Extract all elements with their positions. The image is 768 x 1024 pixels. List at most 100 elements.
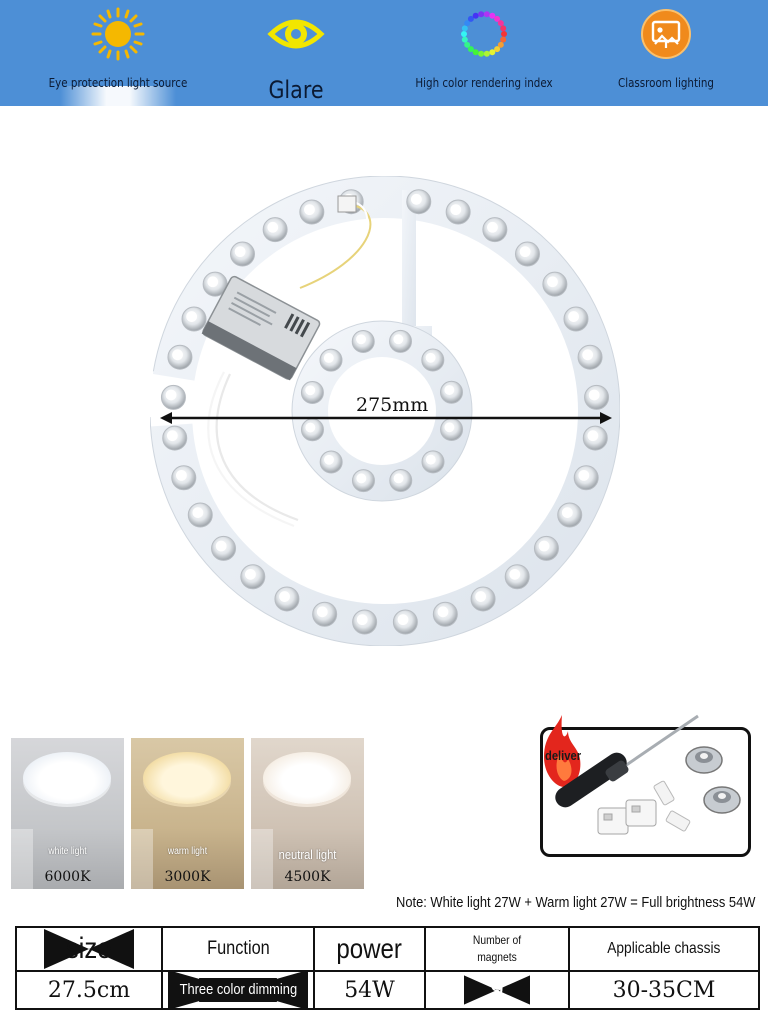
- led-chip: [432, 601, 458, 627]
- color-dot: [464, 41, 471, 48]
- led-chip: [421, 348, 445, 372]
- color-dot: [489, 49, 496, 56]
- led-chip: [162, 425, 188, 451]
- color-dot: [494, 46, 501, 53]
- connector-strip: [402, 190, 416, 340]
- led-chip: [557, 502, 583, 528]
- color-temp-kelvin: 3000K: [164, 869, 211, 885]
- led-chip: [533, 535, 559, 561]
- led-chip: [389, 329, 413, 353]
- power-note: Note: White light 27W + Warm light 27W =…: [396, 894, 756, 911]
- color-dot: [483, 11, 490, 18]
- led-chip: [300, 418, 324, 442]
- led-chip: [351, 329, 375, 353]
- led-chip: [299, 199, 325, 225]
- spec-value-power: 54W: [313, 970, 426, 1010]
- led-chip: [319, 348, 343, 372]
- led-ring-module: [150, 176, 620, 646]
- color-ring-icon: [461, 11, 507, 57]
- spec-value: 54W: [344, 977, 395, 1003]
- banner-highlight: [60, 86, 176, 106]
- led-chip: [440, 418, 464, 442]
- color-dot: [464, 20, 471, 27]
- output-wire-2: [215, 373, 299, 522]
- wire-connector: [337, 195, 357, 213]
- classroom-icon: [641, 9, 691, 59]
- spec-header-chassis: Applicable chassis: [568, 926, 760, 972]
- color-dot: [500, 36, 507, 43]
- led-chip: [542, 271, 568, 297]
- spec-header-label: size: [66, 932, 112, 965]
- spec-header-label: power: [336, 933, 403, 964]
- led-chip: [171, 465, 197, 491]
- led-chip: [392, 609, 418, 635]
- color-dot: [497, 20, 504, 27]
- spec-header-label: Number of magnets: [472, 933, 522, 964]
- spec-value: Three color dimming: [179, 981, 297, 998]
- color-dot: [472, 49, 479, 56]
- bowtie-decoration: [44, 929, 134, 969]
- led-chip: [160, 384, 186, 410]
- color-temp-kelvin: 4500K: [284, 869, 331, 885]
- color-dot: [461, 36, 468, 43]
- sun-icon: [91, 7, 145, 61]
- led-chip: [312, 601, 338, 627]
- color-temp-neutral: neutral light 4500K: [251, 738, 364, 889]
- color-dot: [467, 15, 474, 22]
- spec-value-row: 27.5cm Three color dimming 54W 9 30-35CM: [15, 970, 760, 1010]
- led-chip: [584, 384, 610, 410]
- spec-value-size: 27.5cm: [15, 970, 163, 1010]
- spec-value-chassis: 30-35CM: [568, 970, 760, 1010]
- color-dot: [478, 50, 485, 57]
- color-dot: [494, 15, 501, 22]
- ceiling-lamp-image: [143, 752, 231, 804]
- feature-label: Eye protection light source: [48, 76, 188, 90]
- wall-shadow: [11, 829, 33, 889]
- feature-label: High color rendering index: [415, 76, 553, 90]
- color-dot: [497, 41, 504, 48]
- led-chip: [504, 564, 530, 590]
- feature-classroom: Classroom lighting: [576, 0, 756, 106]
- spec-value: 9: [490, 977, 504, 1003]
- feature-eye-protection: Eye protection light source: [28, 0, 208, 106]
- outer-ring: [150, 176, 620, 646]
- led-chip: [181, 306, 207, 332]
- eye-icon: [267, 19, 325, 49]
- feature-label: Classroom lighting: [618, 76, 714, 90]
- spec-value-magnets: 9: [424, 970, 570, 1010]
- led-chip: [167, 344, 193, 370]
- deliver-label: deliver: [545, 748, 582, 763]
- led-chip: [573, 465, 599, 491]
- led-driver: [201, 275, 321, 381]
- led-chip: [470, 586, 496, 612]
- color-temp-white: white light 6000K: [11, 738, 124, 889]
- color-dot: [472, 12, 479, 19]
- spec-header-label: Applicable chassis: [607, 940, 721, 957]
- output-wire-1: [207, 371, 295, 528]
- color-dot: [478, 11, 485, 18]
- led-chip: [187, 502, 213, 528]
- plastic-screw-icon: [653, 780, 691, 832]
- led-chip: [240, 564, 266, 590]
- led-chip: [577, 344, 603, 370]
- led-chip: [482, 217, 508, 243]
- inner-ring-edge: [291, 320, 473, 502]
- inner-ring: [292, 321, 472, 501]
- led-chip: [445, 199, 471, 225]
- color-temp-name: neutral light: [278, 847, 337, 862]
- dimension-arrow-left: [160, 412, 172, 424]
- dimension-arrow-right: [600, 412, 612, 424]
- led-chip: [274, 586, 300, 612]
- ceiling-lamp-image: [23, 752, 111, 804]
- led-chip: [514, 241, 540, 267]
- magnet-icon: [685, 746, 723, 774]
- led-chip: [262, 217, 288, 243]
- color-temp-name: warm light: [167, 846, 208, 857]
- magnet-icon: [703, 786, 741, 814]
- wire-white: [295, 201, 369, 285]
- ceiling-lamp-image: [263, 752, 351, 804]
- led-chip: [582, 425, 608, 451]
- led-chip: [319, 450, 343, 474]
- terminal-block-icon: [597, 799, 657, 835]
- led-chip: [406, 189, 432, 215]
